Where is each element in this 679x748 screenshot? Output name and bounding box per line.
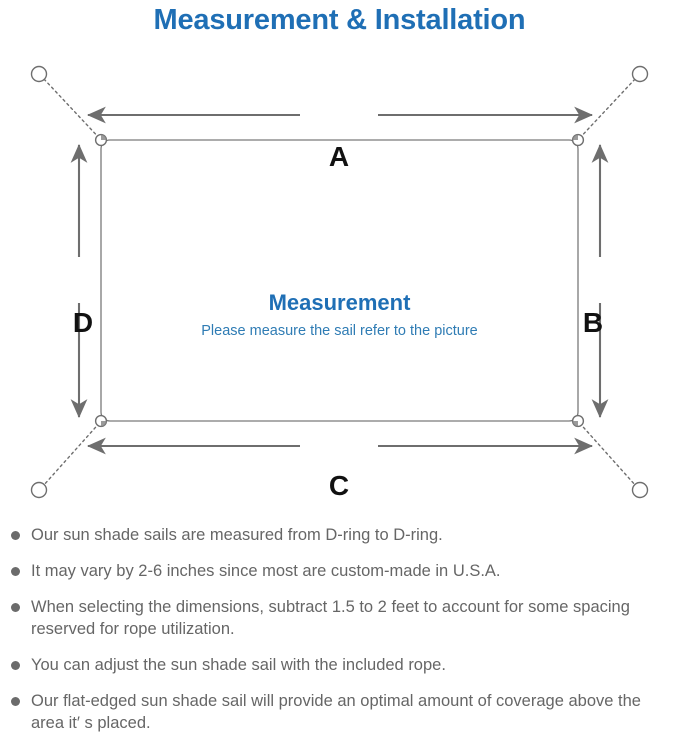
- dimension-label-b: B: [582, 307, 604, 338]
- note-text: Our sun shade sails are measured from D-…: [31, 526, 443, 544]
- note-text: It may vary by 2-6 inches since most are…: [31, 562, 501, 580]
- anchor-circle-bottom-left: [30, 481, 48, 499]
- notes-list: Our sun shade sails are measured from D-…: [0, 524, 679, 748]
- d-ring-lobe-top-right: [572, 134, 578, 140]
- measurement-diagram: Measurement Please measure the sail refe…: [0, 45, 679, 515]
- bullet-icon: [11, 531, 20, 540]
- sail-diagram-svg: [30, 65, 649, 499]
- note-item: Our flat-edged sun shade sail will provi…: [0, 690, 679, 734]
- note-item: You can adjust the sun shade sail with t…: [0, 654, 679, 676]
- note-item: When selecting the dimensions, subtract …: [0, 596, 679, 640]
- note-item: Our sun shade sails are measured from D-…: [0, 524, 679, 546]
- bullet-icon: [11, 603, 20, 612]
- sail-center-subtitle: Please measure the sail refer to the pic…: [201, 323, 478, 339]
- dimension-label-c: C: [328, 470, 350, 501]
- anchor-circle-top-left: [30, 65, 48, 83]
- rope-bottom-right: [575, 418, 637, 487]
- note-text: You can adjust the sun shade sail with t…: [31, 656, 446, 674]
- bullet-icon: [11, 697, 20, 706]
- d-ring-lobe-bottom-left: [101, 421, 107, 427]
- anchor-circle-top-right: [631, 65, 649, 83]
- page-title: Measurement & Installation: [153, 4, 526, 36]
- sail-center-title: Measurement: [268, 290, 411, 315]
- rope-top-left: [42, 77, 104, 143]
- note-item: It may vary by 2-6 inches since most are…: [0, 560, 679, 582]
- dimension-label-a: A: [328, 141, 350, 172]
- d-ring-lobe-bottom-right: [572, 421, 578, 427]
- bullet-icon: [11, 567, 20, 576]
- rope-bottom-left: [42, 418, 104, 487]
- d-ring-lobe-top-left: [101, 134, 107, 140]
- rope-top-right: [575, 77, 637, 143]
- note-text: When selecting the dimensions, subtract …: [31, 598, 630, 638]
- dimension-label-d: D: [72, 307, 94, 338]
- note-text: Our flat-edged sun shade sail will provi…: [31, 692, 641, 732]
- bullet-icon: [11, 661, 20, 670]
- anchor-circle-bottom-right: [631, 481, 649, 499]
- sail-body: [100, 139, 579, 422]
